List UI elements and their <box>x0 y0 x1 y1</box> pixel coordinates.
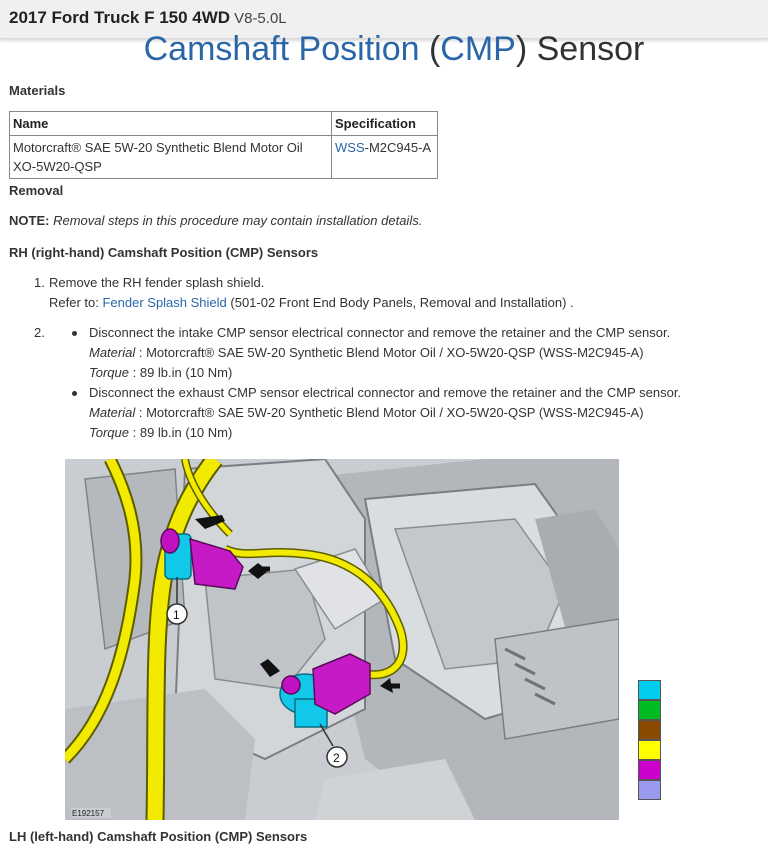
color-legend <box>638 680 662 800</box>
legend-swatch-yellow <box>638 740 661 760</box>
material-spec-cell: WSS-M2C945-A <box>331 135 438 179</box>
figure-id: E192157 <box>72 809 105 818</box>
legend-swatch-lavender <box>638 780 661 800</box>
legend-swatch-cyan <box>638 680 661 700</box>
legend-swatch-brown <box>638 720 661 740</box>
step-2-number: 2. <box>34 325 45 340</box>
lh-section-heading: LH (left-hand) Camshaft Position (CMP) S… <box>9 829 308 844</box>
materials-table: Name Specification Motorcraft® SAE 5W-20… <box>9 111 438 179</box>
note: NOTE: Removal steps in this procedure ma… <box>9 213 423 228</box>
col-header-spec: Specification <box>331 111 438 136</box>
removal-heading: Removal <box>9 183 64 198</box>
legend-swatch-green <box>638 700 661 720</box>
engine-illustration: 1 2 E192157 <box>65 459 619 820</box>
table-header-row: Name Specification <box>9 111 438 136</box>
spec-link[interactable]: WSS <box>335 140 365 155</box>
materials-heading: Materials <box>9 83 66 98</box>
engine-label: V8-5.0L <box>234 10 287 27</box>
title-link-camshaft[interactable]: Camshaft Position <box>143 30 420 68</box>
table-row: Motorcraft® SAE 5W-20 Synthetic Blend Mo… <box>9 135 438 179</box>
bullet-dot <box>72 391 77 396</box>
material-name-cell: Motorcraft® SAE 5W-20 Synthetic Blend Mo… <box>9 135 332 179</box>
step-1-number: 1. <box>34 275 45 290</box>
page-title: Camshaft Position (CMP) Sensor <box>143 30 645 68</box>
callout-2: 2 <box>333 751 340 765</box>
bullet-dot <box>72 331 77 336</box>
title-link-cmp[interactable]: CMP <box>440 30 516 68</box>
callout-1: 1 <box>173 608 180 622</box>
legend-swatch-magenta <box>638 760 661 780</box>
step-1: Remove the RH fender splash shield. Refe… <box>49 275 574 310</box>
step-2-bullet-2: Disconnect the exhaust CMP sensor electr… <box>89 385 682 440</box>
col-header-name: Name <box>9 111 332 136</box>
step-2-bullet-1: Disconnect the intake CMP sensor electri… <box>89 325 671 380</box>
fender-splash-shield-link[interactable]: Fender Splash Shield <box>102 295 227 310</box>
rh-section-heading: RH (right-hand) Camshaft Position (CMP) … <box>9 245 319 260</box>
